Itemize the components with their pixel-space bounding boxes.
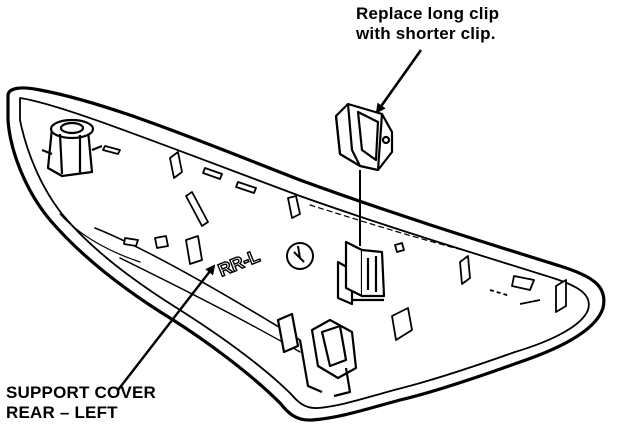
- clip-callout-line1: Replace long clip: [356, 4, 500, 23]
- alignment-mark: [286, 242, 314, 270]
- interior-ribs: [102, 145, 567, 341]
- part-leader-arrow: [117, 264, 216, 391]
- part-callout-line2: REAR – LEFT: [6, 403, 118, 422]
- clip-callout-line2: with shorter clip.: [356, 24, 496, 43]
- molded-marking: RR-L: [215, 246, 262, 281]
- lower-clip-mount: [276, 312, 358, 398]
- replacement-clip: [334, 102, 394, 172]
- part-callout-line1: SUPPORT COVER: [6, 383, 156, 402]
- center-clip-mount: [336, 240, 386, 306]
- mounting-boss: [41, 118, 103, 178]
- clip-leader-arrow: [375, 49, 423, 114]
- part-callout: SUPPORT COVER REAR – LEFT: [6, 383, 156, 423]
- clip-callout: Replace long clip with shorter clip.: [356, 4, 499, 44]
